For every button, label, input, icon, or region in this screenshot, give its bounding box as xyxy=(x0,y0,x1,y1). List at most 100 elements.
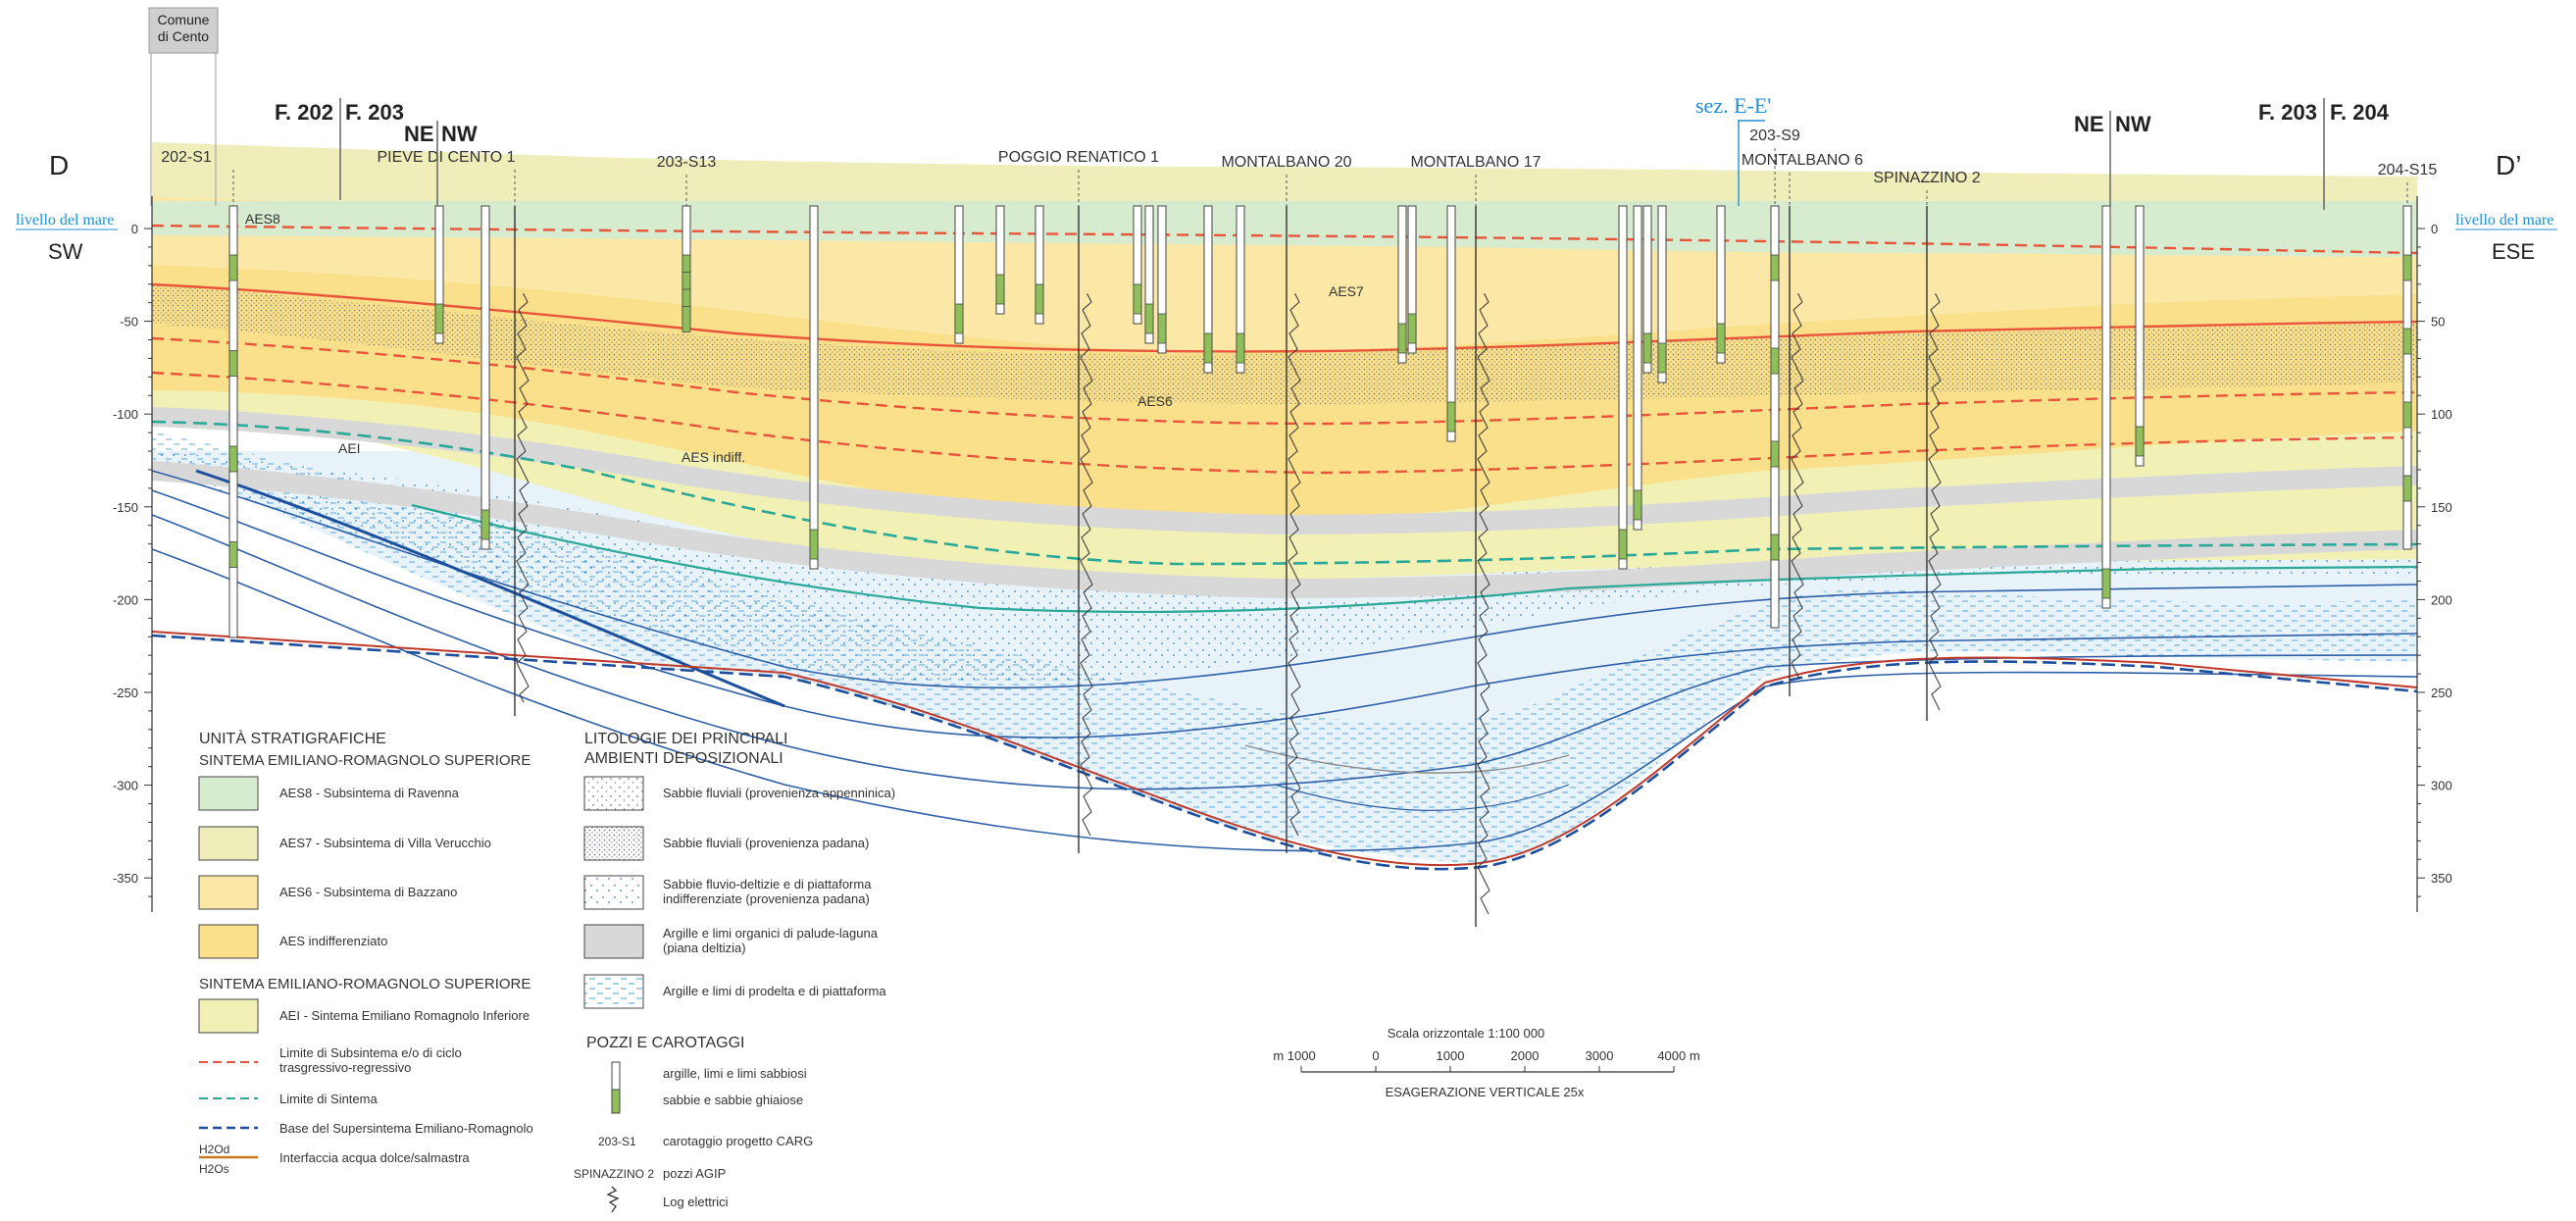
well-label: MONTALBANO 20 xyxy=(1221,154,1351,171)
orient-ne-left: NE xyxy=(404,122,434,146)
depth-label-left: 0 xyxy=(131,222,138,236)
padana-fluvio-deltaic-sand xyxy=(152,451,2417,686)
legend-label-deltaic-sand-2: indifferenziate (provenienza padana) xyxy=(663,891,870,906)
legend-units-title: UNITÀ STRATIGRAFICHE xyxy=(199,729,386,747)
sea-level-left: livello del mare xyxy=(16,212,114,229)
basement-white xyxy=(152,636,2417,971)
label-aes6: AES6 xyxy=(1137,393,1173,409)
legend-wells-title: POZZI E CAROTAGGI xyxy=(586,1035,745,1051)
core-sand-interval xyxy=(1770,254,1780,281)
label-aei: AEI xyxy=(338,440,361,456)
subsynthem-limit-2 xyxy=(151,282,2418,353)
depth-label-left: -100 xyxy=(113,407,138,422)
well-label: 204-S15 xyxy=(2378,162,2438,178)
subsynthem-limit-4 xyxy=(151,371,2418,475)
core-column xyxy=(1144,205,1154,344)
core-column xyxy=(1157,205,1167,354)
core-column xyxy=(809,205,819,570)
core-column xyxy=(1407,205,1417,354)
core-sand-interval xyxy=(1157,313,1167,344)
legend-units-sub2: SINTEMA EMILIANO-ROMAGNOLO SUPERIORE xyxy=(199,976,530,992)
aei-unit xyxy=(152,390,2417,584)
core-column xyxy=(1642,205,1652,374)
core-sand-interval xyxy=(434,303,444,334)
legend-swatch-deltaic-sand xyxy=(583,875,644,910)
depth-label-right: 50 xyxy=(2431,315,2445,330)
legend-label-log: Log elettrici xyxy=(663,1195,729,1209)
legend-lith-title2: AMBIENTI DEPOSIZIONALI xyxy=(584,750,783,767)
depth-label-left: -350 xyxy=(113,871,138,886)
legend-label-core-clay: argille, limi e limi sabbiosi xyxy=(663,1066,807,1081)
well-label: SPINAZZINO 2 xyxy=(1873,170,1980,186)
well-label: 203-S9 xyxy=(1749,127,1800,144)
core-sand-interval xyxy=(228,445,238,473)
sheet-label-202: F. 202 xyxy=(275,100,333,125)
depth-label-left: -250 xyxy=(113,686,138,700)
well-label: PIEVE DI CENTO 1 xyxy=(377,149,515,166)
core-sand-interval xyxy=(2402,254,2412,281)
legend-label-aes7: AES7 - Subsintema di Villa Verucchio xyxy=(279,836,491,850)
core-column xyxy=(2135,205,2145,467)
core-sand-interval xyxy=(682,306,691,332)
legend-h2os: H2Os xyxy=(199,1162,229,1176)
core-sand-interval xyxy=(1657,342,1667,374)
legend-label-marsh-clay-1: Argille e limi organici di palude-laguna xyxy=(663,926,879,941)
supersynthem-base xyxy=(151,634,2418,871)
core-sand-interval xyxy=(1633,489,1642,521)
label-aes8: AES8 xyxy=(245,211,280,227)
core-sand-interval xyxy=(1203,332,1213,364)
section-link-ee[interactable]: sez. E-E' xyxy=(1695,93,1771,118)
depth-label-right: 150 xyxy=(2431,500,2452,515)
legend-swatch-aes6 xyxy=(198,875,259,910)
legend-swatch-aes7 xyxy=(198,826,259,861)
legend-agip-code: SPINAZZINO 2 xyxy=(574,1167,654,1181)
core-sand-interval xyxy=(2402,475,2412,502)
depth-label-left: -200 xyxy=(113,592,138,607)
core-column xyxy=(434,205,444,344)
core-column xyxy=(995,205,1005,315)
core-column xyxy=(1203,205,1213,374)
depth-label-right: 300 xyxy=(2431,779,2452,793)
legend-label-core-sand: sabbie e sabbie ghiaiose xyxy=(663,1093,803,1107)
well-label: 202-S1 xyxy=(161,149,212,166)
electric-log xyxy=(516,293,530,703)
core-column xyxy=(1133,205,1142,325)
prodelta-dash-pattern xyxy=(152,432,2417,863)
electric-log xyxy=(1080,293,1093,837)
core-sand-interval xyxy=(228,541,238,568)
orient-nw-left: NW xyxy=(441,122,478,146)
core-sand-interval xyxy=(1144,303,1154,334)
lower-marine-line xyxy=(1274,784,1570,811)
legend-h2od: H2Od xyxy=(199,1143,229,1156)
core-column xyxy=(1236,205,1245,374)
legend-label-agip: pozzi AGIP xyxy=(663,1166,726,1181)
electric-log xyxy=(1928,293,1942,711)
direction-left: SW xyxy=(48,239,83,264)
core-column xyxy=(2101,205,2111,609)
electric-log xyxy=(1477,293,1490,915)
legend-units-sub1: SINTEMA EMILIANO-ROMAGNOLO SUPERIORE xyxy=(199,752,530,769)
core-sand-interval xyxy=(1716,323,1726,354)
label-aes-indiff: AES indiff. xyxy=(682,449,745,465)
core-sand-interval xyxy=(2101,568,2111,599)
section-end-left: D xyxy=(49,150,69,180)
core-column xyxy=(1770,205,1780,629)
core-sand-interval xyxy=(1133,283,1142,315)
core-sand-interval xyxy=(1642,332,1652,364)
section-end-right: D’ xyxy=(2496,150,2521,180)
legend-swatch-padana-sand xyxy=(583,826,644,861)
legend-label-interface: Interfaccia acqua dolce/salmastra xyxy=(279,1150,470,1165)
core-sand-interval xyxy=(1770,347,1780,375)
legend-label-deltaic-sand-1: Sabbie fluvio-deltizie e di piattaforma xyxy=(663,877,872,891)
core-sand-interval xyxy=(228,254,238,281)
legend-label-supersynthem: Base del Supersintema Emiliano-Romagnolo xyxy=(279,1121,533,1136)
core-column xyxy=(954,205,964,344)
legend-lith-title: LITOLOGIE DEI PRINCIPALI xyxy=(584,731,787,747)
orient-nw-right: NW xyxy=(2115,112,2151,136)
legend-label-carg: carotaggio progetto CARG xyxy=(663,1134,813,1148)
core-sand-interval xyxy=(995,274,1005,305)
core-sand-interval xyxy=(1618,529,1628,560)
core-column xyxy=(1716,205,1726,364)
legend-label-aes8: AES8 - Subsintema di Ravenna xyxy=(279,786,460,800)
